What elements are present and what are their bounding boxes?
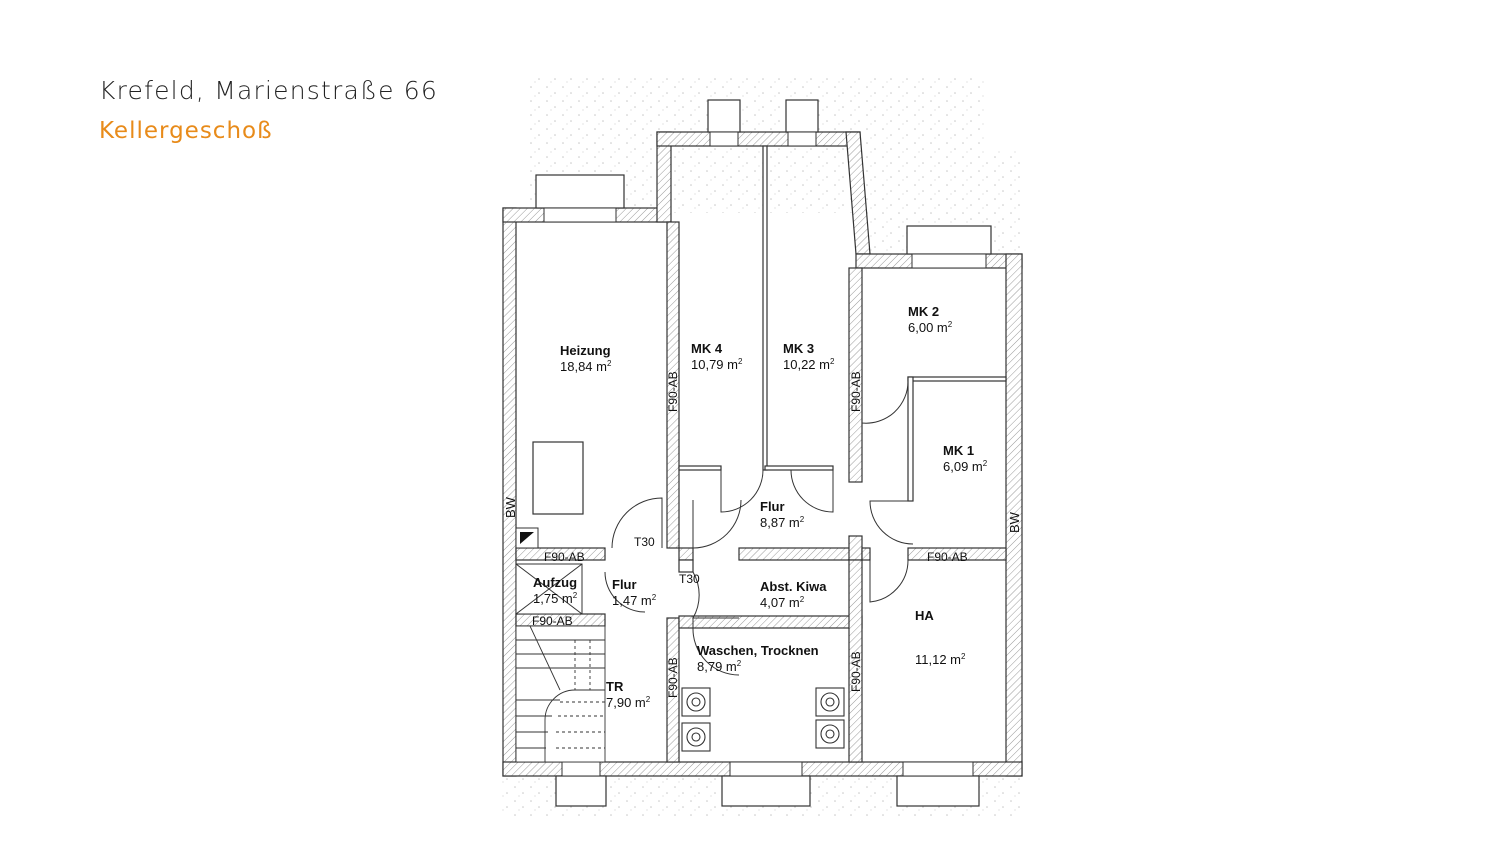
label-bw-right: BW [1007,511,1022,533]
room-area-mk3: 10,22 m2 [783,357,835,372]
room-area-heizung: 18,84 m2 [560,359,612,374]
page-title: Krefeld, Marienstraße 66 [99,76,439,105]
room-name-mk3: MK 3 [783,341,814,356]
room-name-waschen: Waschen, Trocknen [697,643,819,658]
room-area-waschen: 8,79 m2 [697,659,742,674]
room-name-abst-kiwa: Abst. Kiwa [760,579,827,594]
label-f90ab-ha-top: F90-AB [927,550,968,564]
room-area-mk2: 6,00 m2 [908,320,953,335]
room-area-aufzug: 1,75 m2 [533,591,578,606]
label-bw-left: BW [503,496,518,518]
interior-walls [515,145,1007,763]
boiler [532,441,584,515]
room-name-mk2: MK 2 [908,304,939,319]
light-wells [535,99,992,807]
room-name-tr: TR [606,679,624,694]
page-subtitle: Kellergeschoß [99,118,273,144]
room-name-aufzug: Aufzug [533,575,577,590]
wall-labels: F90-AB F90-AB F90-AB F90-AB F90-AB F90-A… [503,371,1022,698]
label-f90ab-mk3-right: F90-AB [849,371,863,412]
room-area-abst-kiwa: 4,07 m2 [760,595,805,610]
label-f90ab-mk4-left: F90-AB [666,371,680,412]
label-f90ab-ha-left: F90-AB [849,651,863,692]
room-area-tr: 7,90 m2 [606,695,651,710]
room-name-flur-lower: Flur [612,577,637,592]
room-name-flur-upper: Flur [760,499,785,514]
label-f90ab-heizung-bottom: F90-AB [544,550,585,564]
shaft [515,527,539,549]
label-f90ab-aufzug-bottom: F90-AB [532,614,573,628]
room-area-ha: 11,12 m2 [915,652,966,667]
room-area-flur-lower: 1,47 m2 [612,593,657,608]
room-area-mk4: 10,79 m2 [691,357,743,372]
washing-machines [681,687,845,752]
room-area-mk1: 6,09 m2 [943,459,988,474]
staircase [515,625,606,763]
elevator-shaft [515,563,583,615]
label-t30-center: T30 [679,572,700,586]
room-labels: Heizung 18,84 m2 MK 4 10,79 m2 MK 3 10,2… [533,304,988,710]
room-name-mk4: MK 4 [691,341,723,356]
room-area-flur-upper: 8,87 m2 [760,515,805,530]
label-f90ab-waschen-left: F90-AB [666,657,680,698]
room-name-mk1: MK 1 [943,443,974,458]
windows [543,131,987,777]
doors [604,380,914,676]
room-name-heizung: Heizung [560,343,611,358]
label-t30-left: T30 [634,535,655,549]
room-name-ha: HA [915,608,934,623]
